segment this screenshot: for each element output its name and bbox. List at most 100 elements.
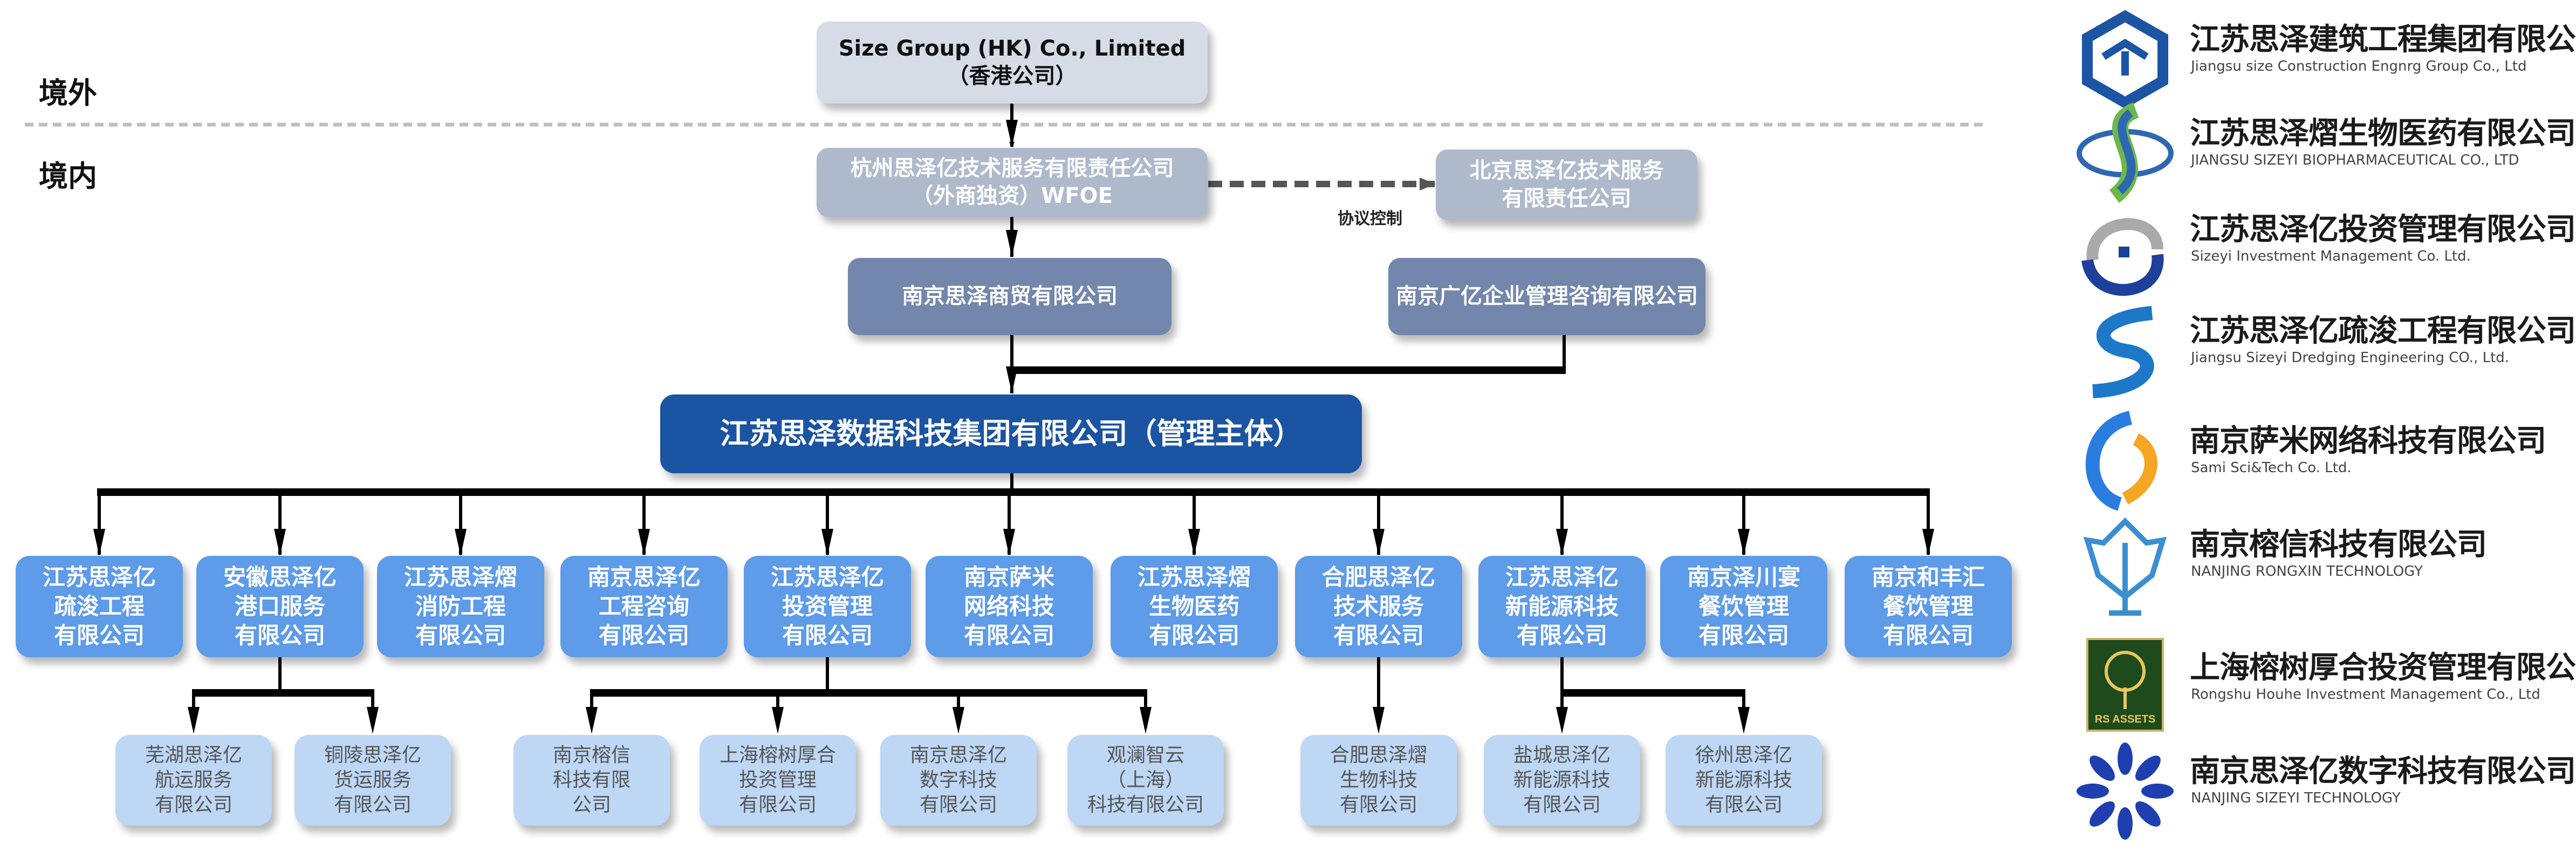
nanjing-guangyi-company: 南京广亿企业管理咨询有限公司 [1388, 258, 1705, 335]
logo-name-cn: 江苏思泽亿疏浚工程有限公司 [2190, 314, 2576, 349]
subsidiary-company: 南京泽川宴餐饮管理有限公司 [1660, 556, 1827, 657]
box-line: 江苏思泽熠 [1137, 564, 1251, 591]
box-line: 有限责任公司 [1502, 186, 1632, 211]
logo-name-en: Sizeyi Investment Management Co. Ltd. [2191, 248, 2471, 264]
company-logo: RS ASSETS 上海榕树厚合投资管理有限公司 Rongshu Houhe I… [2071, 634, 2576, 732]
box-line: 上海榕树厚合 [719, 744, 836, 766]
second-tier-company: 合肥思泽熠生物科技有限公司 [1300, 735, 1457, 826]
box-line: 江苏思泽数据科技集团有限公司（管理主体） [720, 417, 1303, 451]
box-line: 南京思泽亿 [909, 744, 1007, 766]
box-line: 有限公司 [154, 794, 232, 816]
box-line: 生物医药 [1148, 593, 1239, 620]
box-line: 新能源科技 [1505, 593, 1619, 620]
blue-wave-s-logo-icon [2092, 306, 2154, 398]
logo-name-cn: 江苏思泽亿投资管理有限公司 [2190, 212, 2576, 247]
box-line: 有限公司 [598, 622, 689, 649]
logo-badge-text: RS ASSETS [2095, 713, 2156, 725]
box-line: 有限公司 [1516, 622, 1607, 649]
box-line: 芜湖思泽亿 [145, 744, 242, 766]
box-line: 南京和丰汇 [1871, 564, 1985, 591]
box-line: 新能源科技 [1695, 768, 1792, 791]
arrowhead [772, 707, 784, 734]
company-logo: 江苏思泽亿疏浚工程有限公司 Jiangsu Sizeyi Dredging En… [2071, 297, 2576, 398]
logo-name-cn: 上海榕树厚合投资管理有限公司 [2190, 650, 2576, 685]
box-line: 有限公司 [333, 794, 412, 816]
box-line: 有限公司 [234, 622, 325, 649]
box-line: 北京思泽亿技术服务 [1469, 158, 1664, 183]
arrowhead [586, 707, 598, 734]
box-line: 有限公司 [1333, 622, 1424, 649]
nanjing-shangmao-company: 南京思泽商贸有限公司 [848, 258, 1171, 335]
logo-name-en: Jiangsu Sizeyi Dredging Engineering CO.,… [2191, 350, 2510, 366]
arrowhead [1373, 707, 1385, 734]
second-tier-company: 南京思泽亿数字科技有限公司 [880, 735, 1037, 826]
box-line: 徐州思泽亿 [1695, 744, 1792, 766]
logo-name-en: Sami Sci&Tech Co. Ltd. [2191, 460, 2352, 476]
logo-name-cn: 南京思泽亿数字科技有限公司 [2190, 754, 2576, 789]
beijing-vie-company: 北京思泽亿技术服务 有限责任公司 [1436, 149, 1697, 220]
box-line: 投资管理 [782, 593, 873, 620]
box-line: 货运服务 [333, 768, 412, 791]
second-tier-company: 徐州思泽亿新能源科技有限公司 [1666, 735, 1822, 826]
box-line: 有限公司 [782, 622, 873, 649]
subsidiary-company: 南京思泽亿工程咨询有限公司 [560, 556, 728, 657]
box-line: 网络科技 [963, 593, 1054, 620]
box-line: 杭州思泽亿技术服务有限责任公司 [850, 155, 1174, 181]
second-tier-company: 观澜智云（上海）科技有限公司 [1067, 735, 1224, 826]
box-line: 有限公司 [1523, 794, 1601, 816]
arrowhead [1140, 707, 1152, 734]
green-blue-s-logo-icon [2077, 102, 2174, 203]
subsidiary-company: 江苏思泽熠消防工程有限公司 [377, 556, 544, 657]
subsidiary-company: 江苏思泽亿投资管理有限公司 [744, 556, 911, 657]
rs-assets-tree-logo-icon: RS ASSETS [2086, 638, 2164, 732]
second-tier-company: 上海榕树厚合投资管理有限公司 [700, 735, 856, 826]
hk-parent-company: Size Group (HK) Co., Limited （香港公司） [817, 22, 1208, 104]
box-line: 有限公司 [415, 622, 506, 649]
wfoe-company: 杭州思泽亿技术服务有限责任公司 （外商独资）WFOE [817, 148, 1208, 217]
region-label-domestic: 境内 [39, 159, 97, 193]
blue-petal-flower-logo-icon [2077, 743, 2174, 840]
subsidiary-company: 合肥思泽亿技术服务有限公司 [1295, 556, 1462, 657]
box-line: 南京广亿企业管理咨询有限公司 [1396, 283, 1698, 309]
subsidiary-company: 南京和丰汇餐饮管理有限公司 [1845, 556, 2012, 657]
box-line: 有限公司 [919, 794, 997, 816]
company-logo: 江苏思泽熠生物医药有限公司 JIANGSU SIZEYI BIOPHARMACE… [2071, 99, 2576, 203]
box-line: 技术服务 [1333, 593, 1424, 620]
box-line: 科技有限 [552, 768, 631, 791]
company-logo: 江苏思泽建筑工程集团有限公司 Jiangsu size Construction… [2071, 5, 2576, 109]
box-line: 投资管理 [738, 768, 817, 791]
second-tier-company: 南京榕信科技有限公司 [513, 735, 670, 826]
box-line: Size Group (HK) Co., Limited [838, 36, 1186, 61]
box-line: 有限公司 [53, 622, 145, 649]
logo-name-cn: 南京萨米网络科技有限公司 [2190, 424, 2546, 459]
box-line: 南京思泽商贸有限公司 [902, 283, 1118, 309]
subsidiary-company: 南京萨米网络科技有限公司 [926, 556, 1093, 657]
second-tier-company: 盐城思泽亿新能源科技有限公司 [1484, 735, 1640, 826]
logo-name-cn: 江苏思泽建筑工程集团有限公司 [2190, 22, 2576, 57]
second-tier-company: 芜湖思泽亿航运服务有限公司 [115, 735, 272, 826]
box-line: 观澜智云 [1106, 744, 1184, 766]
box-line: 新能源科技 [1513, 768, 1611, 791]
subsidiary-company: 江苏思泽亿疏浚工程有限公司 [16, 556, 183, 657]
second-tier-company: 铜陵思泽亿货运服务有限公司 [294, 735, 451, 826]
box-line: 公司 [572, 794, 611, 816]
box-line: 江苏思泽熠 [403, 564, 517, 591]
logo-name-en: Jiangsu size Construction Engnrg Group C… [2191, 58, 2527, 74]
subsidiary-company: 江苏思泽熠生物医药有限公司 [1111, 556, 1278, 657]
grey-blue-swirl-logo-icon [2081, 218, 2164, 296]
connector-lines [25, 104, 1988, 734]
box-line: 盐城思泽亿 [1513, 744, 1611, 766]
group-management-entity: 江苏思泽数据科技集团有限公司（管理主体） [660, 394, 1362, 473]
box-line: 江苏思泽亿 [770, 564, 884, 591]
agreement-control-label: 协议控制 [1338, 209, 1402, 228]
arrowhead [1006, 120, 1018, 147]
box-line: 有限公司 [1882, 622, 1974, 649]
arrowhead [1006, 366, 1018, 393]
arrowhead [953, 707, 964, 734]
box-line: 安徽思泽亿 [223, 564, 337, 591]
arrowhead [1556, 707, 1568, 734]
box-line: 餐饮管理 [1698, 593, 1789, 620]
box-line: 餐饮管理 [1882, 593, 1974, 620]
box-line: 江苏思泽亿 [42, 564, 156, 591]
logo-name-en: NANJING RONGXIN TECHNOLOGY [2191, 563, 2423, 580]
